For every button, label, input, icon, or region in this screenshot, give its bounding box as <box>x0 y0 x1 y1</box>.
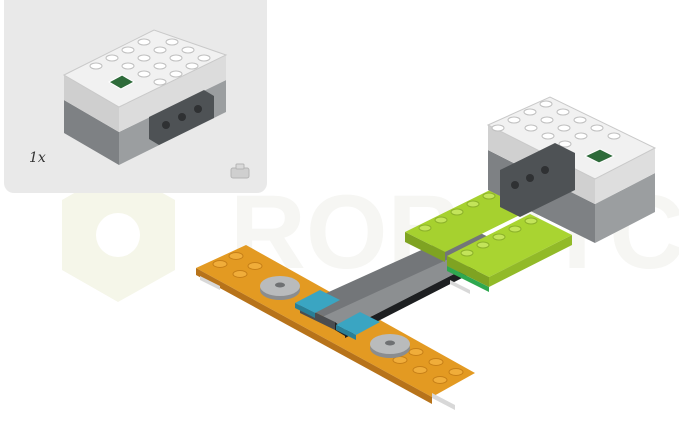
assembly-model <box>0 0 679 425</box>
instruction-canvas: ROBOTC <box>0 0 679 425</box>
